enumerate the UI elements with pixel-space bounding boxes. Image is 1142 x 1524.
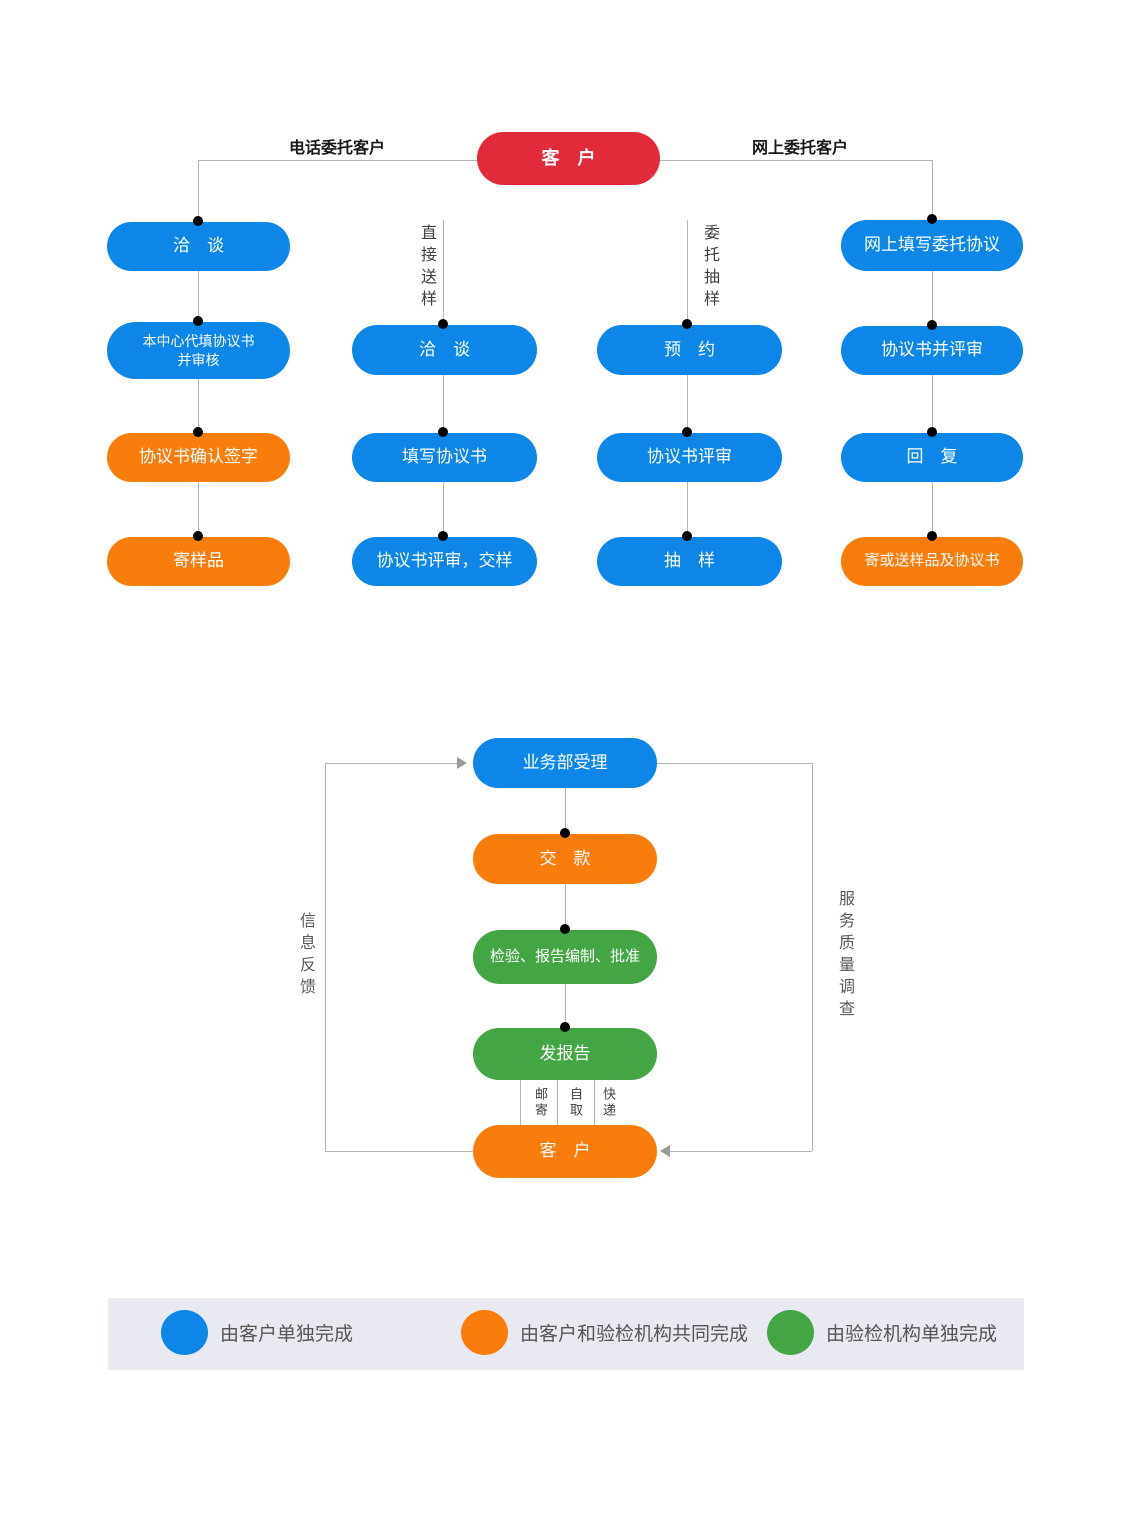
survey-loop-top [657,763,812,764]
connector-dot [438,531,448,541]
survey-loop-bottom [670,1151,812,1152]
legend-blue-dot-icon [161,1310,208,1355]
survey-loop-vertical [812,763,813,1151]
delivery-branch-line-3 [594,1080,595,1125]
arrowhead-left-icon [660,1145,670,1157]
feedback-loop-label: 信息反馈 [297,912,314,1000]
node-agreement-review: 协议书评审 [597,433,782,482]
arrowhead-right-icon [457,757,467,769]
connector-dot [682,427,692,437]
connector-dot [193,531,203,541]
legend-item-customer-only: 由客户单独完成 [161,1310,353,1355]
node-reply: 回 复 [841,433,1023,482]
node-agreement-sign: 协议书确认签字 [107,433,290,482]
connector-dot [193,316,203,326]
connector-dot [438,319,448,329]
delivery-branch-line-2 [557,1080,558,1125]
node-sampling: 抽 样 [597,537,782,586]
feedback-loop-bottom [325,1151,473,1152]
connector-dot [682,531,692,541]
delivery-option-pickup: 自取 [568,1087,583,1119]
feedback-loop-vertical [325,763,326,1151]
node-mail-sample: 寄样品 [107,537,290,586]
node-send-sample-agreement: 寄或送样品及协议书 [841,537,1023,586]
legend-label: 由客户和验检机构共同完成 [520,1324,749,1345]
legend-bar [108,1298,1024,1370]
connector-dot [927,427,937,437]
node-appointment: 预 约 [597,325,782,375]
connector-dot [927,531,937,541]
connector-dot [927,320,937,330]
delivery-option-express: 快递 [601,1087,616,1119]
connector-dot [560,1022,570,1032]
node-fill-agreement: 填写协议书 [352,433,537,482]
connector-dot [560,828,570,838]
phone-branch-label: 电话委托客户 [289,140,386,157]
node-issue-report: 发报告 [473,1028,657,1080]
connector-dot [438,427,448,437]
node-agreement-review-deliver: 协议书评审，交样 [352,537,537,586]
node-negotiation-1: 洽 谈 [107,222,290,271]
legend-label: 由客户单独完成 [220,1324,354,1345]
node-negotiation-2: 洽 谈 [352,325,537,375]
legend-item-joint: 由客户和验检机构共同完成 [461,1310,748,1355]
legend-label: 由验检机构单独完成 [826,1324,998,1345]
connector-dot [193,427,203,437]
online-branch-label: 网上委托客户 [752,140,849,157]
node-customer-bottom: 客 户 [473,1125,657,1178]
node-payment: 交 款 [473,834,657,884]
connector-dot [682,319,692,329]
node-customer-root: 客 户 [477,132,660,185]
legend-green-dot-icon [767,1310,814,1355]
connector-dot [560,924,570,934]
node-center-fill-agreement: 本中心代填协议书 并审核 [107,322,290,379]
node-online-fill-agreement: 网上填写委托协议 [841,220,1023,271]
delivery-option-mail: 邮寄 [533,1087,548,1119]
feedback-loop-top [325,763,458,764]
connector-dot [927,214,937,224]
channel-label-commission-sampling: 委托抽样 [701,224,718,312]
delivery-branch-line-1 [520,1080,521,1125]
connector-dot [193,216,203,226]
col3-vertical-connector [687,220,688,560]
survey-loop-label: 服务质量调查 [836,890,853,1022]
col2-vertical-connector [443,220,444,560]
legend-item-agency-only: 由验检机构单独完成 [767,1310,997,1355]
node-inspect-report-approve: 检验、报告编制、批准 [473,930,657,984]
node-business-accept: 业务部受理 [473,738,657,788]
node-agreement-and-review: 协议书并评审 [841,326,1023,375]
channel-label-direct-delivery: 直接送样 [418,224,435,312]
legend-orange-dot-icon [461,1310,508,1355]
